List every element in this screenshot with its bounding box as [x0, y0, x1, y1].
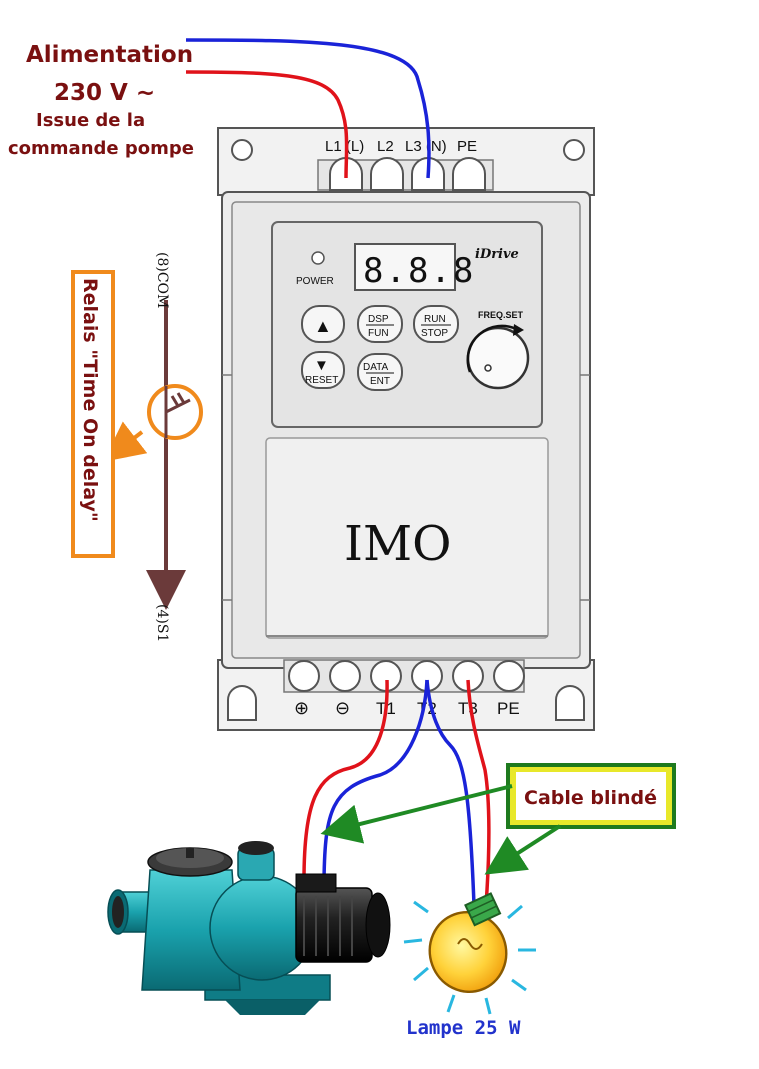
terminal-pe-out[interactable] [493, 660, 525, 692]
ent-label: ENT [370, 376, 390, 387]
freq-knob[interactable] [466, 324, 530, 390]
terminal-label-pe-in: PE [457, 138, 477, 155]
dsp-fun-button[interactable]: DSP FUN [357, 305, 403, 343]
supply-title: Alimentation [26, 42, 193, 68]
relay-s1-label: (4)S1 [154, 604, 170, 642]
lamp-label: Lampe 25 W [406, 1017, 521, 1039]
power-label: POWER [296, 276, 334, 287]
relay-label-box [71, 270, 115, 558]
blue-lamp-wire [425, 679, 476, 906]
lamp-icon [403, 892, 536, 1015]
run-stop-button[interactable]: RUN STOP [413, 305, 459, 343]
terminal-label-l2: L2 [377, 138, 394, 155]
down-arrow-icon: ▼ [314, 357, 329, 374]
input-terminal-block [317, 157, 494, 191]
relay-com-label: (8)COM [154, 252, 170, 308]
pump-icon [107, 841, 391, 1015]
terminal-label-plus: ⊕ [294, 698, 309, 718]
reset-label: RESET [305, 375, 338, 386]
power-led-icon [311, 251, 325, 265]
display-value: 8.8.8 [363, 251, 475, 291]
data-ent-button[interactable]: DATA ENT [357, 353, 403, 391]
red-pump-wire [302, 679, 389, 881]
terminal-pe-in[interactable] [452, 157, 486, 191]
freq-set-label: FREQ.SET [478, 310, 524, 320]
dsp-label: DSP [368, 314, 389, 325]
run-label: RUN [424, 314, 446, 325]
terminal-l2[interactable] [370, 157, 404, 191]
red-supply-wire [185, 70, 349, 179]
rotation-arrow-icon [466, 324, 519, 373]
cable-label: Cable blindé [524, 787, 657, 809]
up-arrow-icon: ▲ [314, 316, 332, 336]
relay-pointer-arrow [103, 421, 148, 462]
blue-supply-wire [185, 38, 431, 179]
down-reset-button[interactable]: ▼ RESET [301, 351, 345, 389]
cable-arrow-lamp [484, 824, 562, 875]
fun-label: FUN [368, 328, 389, 339]
relay-label: Relais "Time On delay" [79, 278, 101, 522]
supply-source-line1: Issue de la [36, 110, 145, 131]
stop-label: STOP [421, 328, 448, 339]
supply-voltage: 230 V ~ [54, 80, 155, 106]
terminal-label-t3: T3 [458, 699, 478, 718]
cable-arrow-pump [320, 784, 513, 844]
terminal-label-minus: ⊖ [335, 698, 350, 718]
terminal-label-pe-out: PE [497, 699, 520, 718]
terminal-label-l3: L3 (N) [405, 138, 447, 155]
terminal-plus[interactable] [288, 660, 320, 692]
cable-label-box [506, 763, 676, 829]
brand-logo: IMO [344, 516, 451, 572]
relay-symbol [147, 384, 203, 440]
data-label: DATA [363, 362, 389, 373]
terminal-minus[interactable] [329, 660, 361, 692]
output-terminal-block [283, 659, 525, 693]
seven-segment-display [354, 243, 456, 291]
model-label: iDrive [475, 247, 519, 262]
up-button[interactable]: ▲ [301, 305, 345, 343]
supply-source-line2: commande pompe [8, 138, 194, 159]
terminal-label-l1: L1 (L) [325, 138, 364, 155]
drive-housing [217, 127, 595, 731]
